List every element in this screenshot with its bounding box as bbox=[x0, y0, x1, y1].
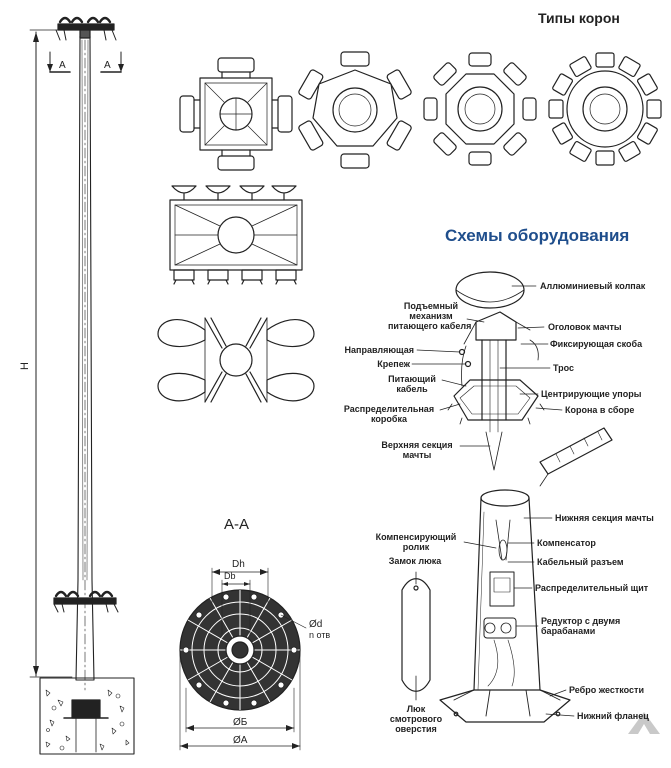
dim-holes-n: n отв bbox=[309, 630, 331, 640]
label-lift-2: механизм bbox=[409, 311, 453, 321]
dim-diam-b: ØБ bbox=[233, 717, 248, 728]
crown-type-6 bbox=[298, 51, 412, 169]
label-dist-box-2: коробка bbox=[371, 414, 407, 424]
crown-type-8 bbox=[423, 52, 537, 166]
dim-diam-a: ØА bbox=[233, 735, 248, 746]
label-comp-roller-2: ролик bbox=[402, 542, 430, 552]
mast-elevation bbox=[29, 16, 135, 755]
label-hatch-2: смотрового bbox=[389, 714, 443, 724]
label-guide: Направляющая bbox=[344, 345, 414, 355]
section-a-a bbox=[179, 567, 307, 751]
label-supply-2: кабель bbox=[396, 384, 428, 394]
crown-type-4 bbox=[179, 57, 293, 171]
dim-a-right: A bbox=[104, 60, 111, 71]
label-hatch-1: Люк bbox=[406, 704, 426, 714]
label-cap: Аллюминиевый колпак bbox=[540, 281, 646, 291]
label-reducer-1: Редуктор с двумя bbox=[541, 616, 621, 626]
label-crown-assembly: Корона в сборе bbox=[565, 405, 635, 415]
dim-a-left: A bbox=[59, 60, 66, 71]
label-cable-rope: Трос bbox=[553, 363, 575, 373]
label-hatch-lock: Замок люка bbox=[388, 556, 442, 566]
label-dist-panel: Распределительный щит bbox=[535, 583, 649, 593]
label-comp-roller-1: Компенсирующий bbox=[375, 532, 457, 542]
label-lower-section: Нижняя секция мачты bbox=[555, 513, 654, 523]
label-fix-bracket: Фиксирующая скоба bbox=[550, 339, 643, 349]
dim-db: Db bbox=[224, 571, 236, 581]
crown-type-12 bbox=[548, 52, 662, 166]
label-upper-section-1: Верхняя секция bbox=[381, 440, 453, 450]
label-fastener: Крепеж bbox=[377, 359, 410, 369]
label-dist-box-1: Распределительная bbox=[343, 404, 435, 414]
label-rib: Ребро жесткости bbox=[569, 685, 644, 695]
crown-types-heading: Типы корон bbox=[538, 10, 620, 26]
label-lift-3: питающего кабеля bbox=[388, 321, 472, 331]
crown-type-rectangular bbox=[169, 185, 303, 285]
crown-type-x bbox=[157, 317, 315, 403]
label-upper-section-2: мачты bbox=[402, 450, 432, 460]
dim-holes-d: Ød bbox=[309, 619, 323, 630]
equipment-schemes-heading: Схемы оборудования bbox=[445, 226, 630, 245]
lower-assembly bbox=[439, 489, 571, 723]
label-flange: Нижний фланец bbox=[577, 711, 649, 721]
upper-assembly bbox=[447, 271, 613, 487]
section-a-a-heading: А-А bbox=[224, 516, 250, 533]
label-lift-1: Подъемный bbox=[403, 301, 459, 311]
label-centering: Центрирующие упоры bbox=[541, 389, 642, 399]
label-reducer-2: барабанами bbox=[541, 626, 596, 636]
label-hatch-3: оверстия bbox=[395, 724, 437, 734]
label-compensator: Компенсатор bbox=[537, 538, 596, 548]
dim-dh: Dh bbox=[232, 559, 245, 570]
label-mast-head: Оголовок мачты bbox=[548, 322, 622, 332]
leader-lines bbox=[411, 285, 575, 717]
hatch-cover bbox=[401, 571, 431, 701]
dim-height: H bbox=[18, 362, 31, 370]
label-supply-1: Питающий bbox=[388, 374, 436, 384]
watermark-logo bbox=[628, 712, 660, 734]
label-cable-connector: Кабельный разъем bbox=[537, 557, 624, 567]
